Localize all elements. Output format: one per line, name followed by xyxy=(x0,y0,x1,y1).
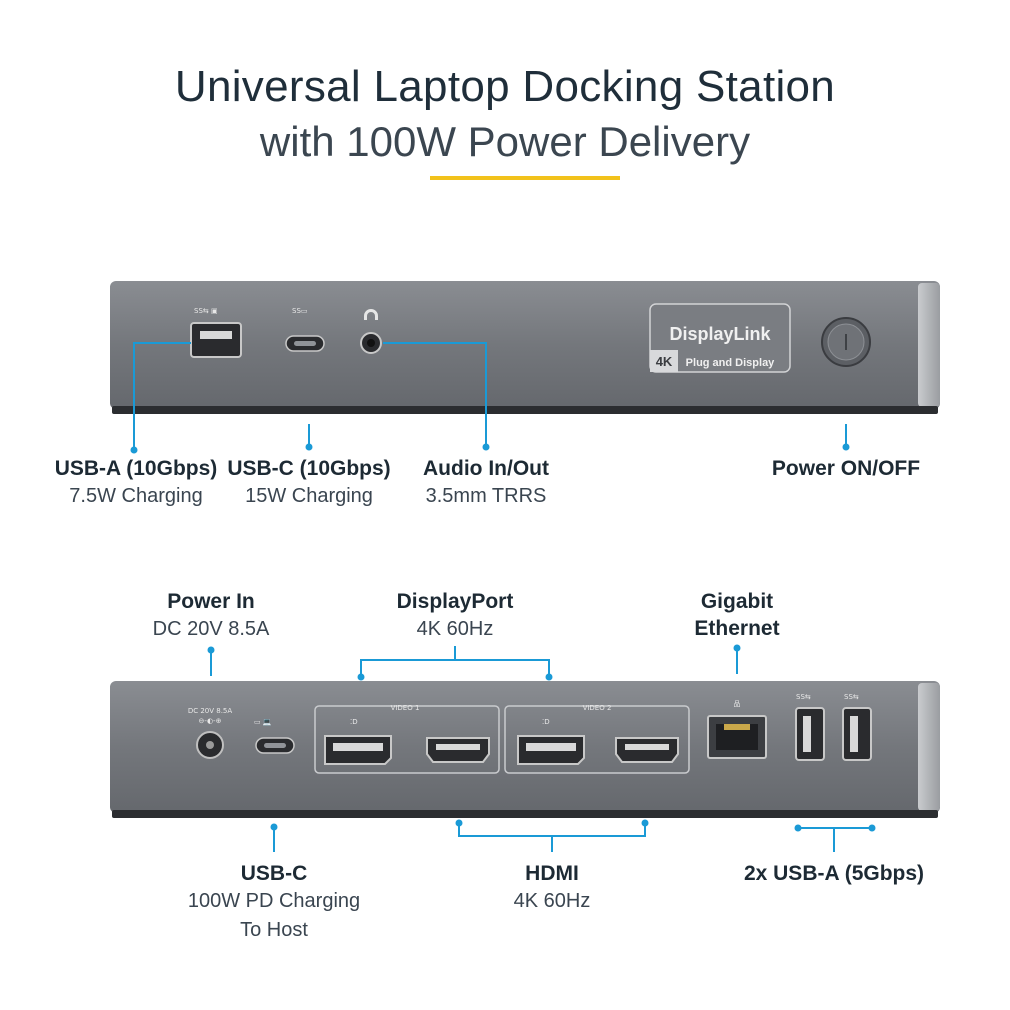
badge-tagline: Plug and Display xyxy=(686,357,776,369)
badge-4k: 4K xyxy=(656,354,673,369)
headset-icon xyxy=(364,309,378,320)
front-usb-c-port: SS▭ xyxy=(285,307,325,352)
page-title: Universal Laptop Docking Station xyxy=(174,62,836,111)
label-usb-c: USB-C (10Gbps) 15W Charging xyxy=(227,457,391,507)
label-audio: Audio In/Out 3.5mm TRRS xyxy=(423,457,549,507)
page-subtitle: with 100W Power Delivery xyxy=(259,118,751,165)
displaylink-badge: DisplayLink 4K Plug and Display xyxy=(649,303,791,373)
rear-dc-in-port: DC 20V 8.5A ⊖-◐-⊕ xyxy=(188,707,233,759)
rear-usb-a-port-2: SS⇆ xyxy=(842,693,872,761)
label-usb-a-rear: 2x USB-A (5Gbps) xyxy=(743,862,925,885)
title-underline xyxy=(430,176,620,180)
power-button xyxy=(821,317,871,367)
label-power-in: Power In DC 20V 8.5A xyxy=(152,590,270,640)
front-dock: SS⇆ ▣ SS▭ DisplayLink 4K Plug and Displa… xyxy=(110,281,940,414)
rear-usb-c-port: ▭ 💻 xyxy=(254,718,295,754)
video2-group: VIDEO 2 ⁚D xyxy=(504,704,690,774)
front-audio-jack xyxy=(360,309,382,354)
front-callouts xyxy=(130,342,850,454)
network-icon: 品 xyxy=(734,700,741,708)
label-usb-a: USB-A (10Gbps) 7.5W Charging xyxy=(54,457,218,507)
rear-callouts xyxy=(207,644,876,852)
video1-group: VIDEO 1 ⁚D xyxy=(314,704,500,774)
ss-logo-icon: SS⇆ ▣ xyxy=(194,307,218,315)
rear-usb-a-port-1: SS⇆ xyxy=(795,693,825,761)
label-hdmi: HDMI 4K 60Hz xyxy=(513,862,591,912)
ss-logo-icon-2: SS⇆ xyxy=(796,693,811,701)
rear-ethernet-port: 品 xyxy=(707,700,767,759)
video2-label: VIDEO 2 xyxy=(583,704,612,712)
badge-brand: DisplayLink xyxy=(669,324,771,344)
front-usb-a-port: SS⇆ ▣ xyxy=(190,307,242,358)
polarity-icon: ⊖-◐-⊕ xyxy=(199,717,222,725)
rear-dock: DC 20V 8.5A ⊖-◐-⊕ ▭ 💻 VIDEO 1 ⁚D VIDEO 2… xyxy=(110,681,940,818)
displayport-icon-2: ⁚D xyxy=(542,718,550,726)
label-displayport: DisplayPort 4K 60Hz xyxy=(396,590,514,640)
ss-logo-icon-3: SS⇆ xyxy=(844,693,859,701)
displayport-icon: ⁚D xyxy=(350,718,358,726)
video1-label: VIDEO 1 xyxy=(391,704,420,712)
label-power: Power ON/OFF xyxy=(771,457,921,480)
label-ethernet: Gigabit Ethernet xyxy=(694,590,780,640)
usb-c-logo-icon: SS▭ xyxy=(292,307,308,315)
laptop-charge-icon: ▭ 💻 xyxy=(254,718,272,726)
label-usb-c-host: USB-C 100W PD Charging To Host xyxy=(187,862,361,941)
dc-print: DC 20V 8.5A xyxy=(188,707,233,715)
